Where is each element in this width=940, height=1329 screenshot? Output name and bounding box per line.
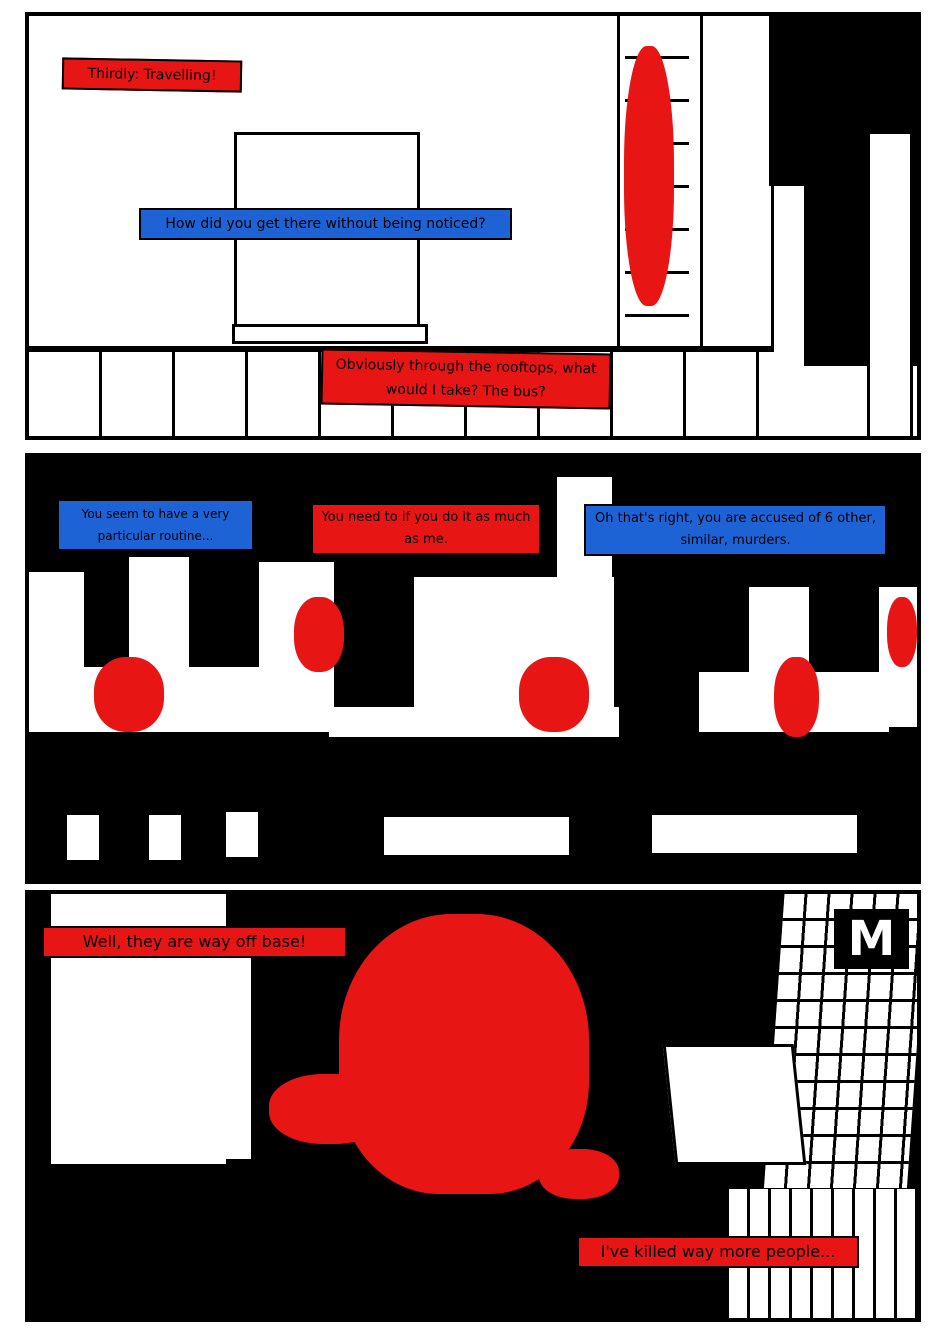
caption-text: Thirdly: Travelling! xyxy=(87,65,217,85)
caption-box: How did you get there without being noti… xyxy=(139,208,512,240)
caption-box: I've killed way more people... xyxy=(577,1236,859,1268)
character-leaping xyxy=(294,597,344,672)
sign-letter: M xyxy=(834,909,909,969)
caption-text: Well, they are way off base! xyxy=(82,932,307,951)
caption-text: How did you get there without being noti… xyxy=(165,216,486,232)
building xyxy=(29,572,84,732)
panel-2: You seem to have a very particular routi… xyxy=(25,453,921,884)
window xyxy=(226,812,258,857)
building xyxy=(51,954,254,1159)
panel-3: M Well, they are way off base! I've kill… xyxy=(25,890,921,1322)
character-silhouette xyxy=(624,46,674,306)
character-foot xyxy=(539,1149,619,1199)
character-running xyxy=(519,657,589,732)
caption-box: Oh that's right, you are accused of 6 ot… xyxy=(584,504,887,556)
character-standing xyxy=(774,657,819,737)
window xyxy=(652,815,857,853)
window xyxy=(149,815,181,860)
caption-text: You seem to have a very particular routi… xyxy=(81,507,230,543)
window-sill xyxy=(232,324,428,344)
rooftop-structure xyxy=(662,1044,807,1165)
panel-1: Thirdly: Travelling! How did you get the… xyxy=(25,12,921,440)
window xyxy=(384,817,569,855)
caption-text: Obviously through the rooftops, what wou… xyxy=(335,356,597,401)
caption-box: Thirdly: Travelling! xyxy=(61,57,243,93)
caption-text: Oh that's right, you are accused of 6 ot… xyxy=(595,511,876,548)
window xyxy=(67,815,99,860)
building xyxy=(771,186,804,436)
character-crouching xyxy=(339,914,589,1194)
character-arm xyxy=(269,1074,389,1144)
caption-box: Obviously through the rooftops, what wou… xyxy=(320,348,612,410)
character-running xyxy=(94,657,164,732)
caption-text: I've killed way more people... xyxy=(600,1242,836,1261)
character-leaping xyxy=(887,597,917,667)
caption-box: Well, they are way off base! xyxy=(42,926,347,958)
caption-box: You need to if you do it as much as me. xyxy=(311,503,541,555)
caption-box: You seem to have a very particular routi… xyxy=(57,499,254,551)
building xyxy=(867,131,913,436)
caption-text: You need to if you do it as much as me. xyxy=(321,510,531,547)
